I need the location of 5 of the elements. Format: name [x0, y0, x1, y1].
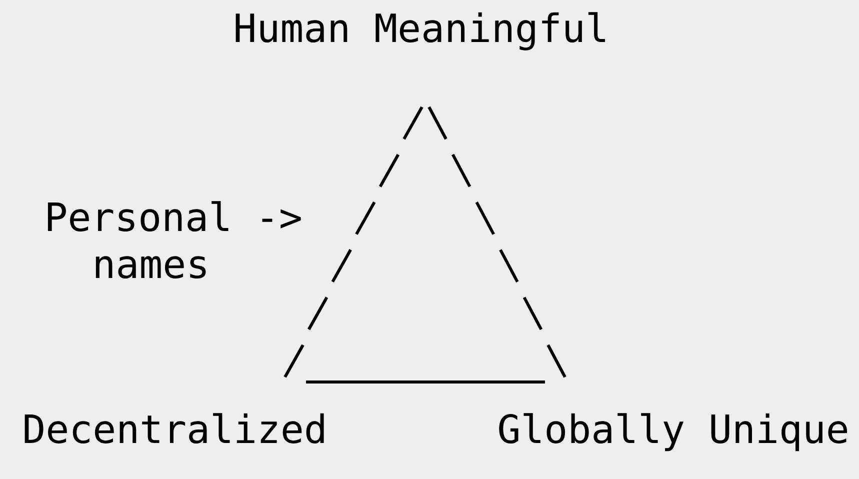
corner-label: Globally Unique: [499, 413, 848, 452]
side-label: Personal ->: [48, 201, 301, 232]
side-label: names: [96, 256, 206, 279]
corner-label: Human Meaningful: [236, 12, 606, 50]
corner-label: Decentralized: [24, 413, 324, 444]
